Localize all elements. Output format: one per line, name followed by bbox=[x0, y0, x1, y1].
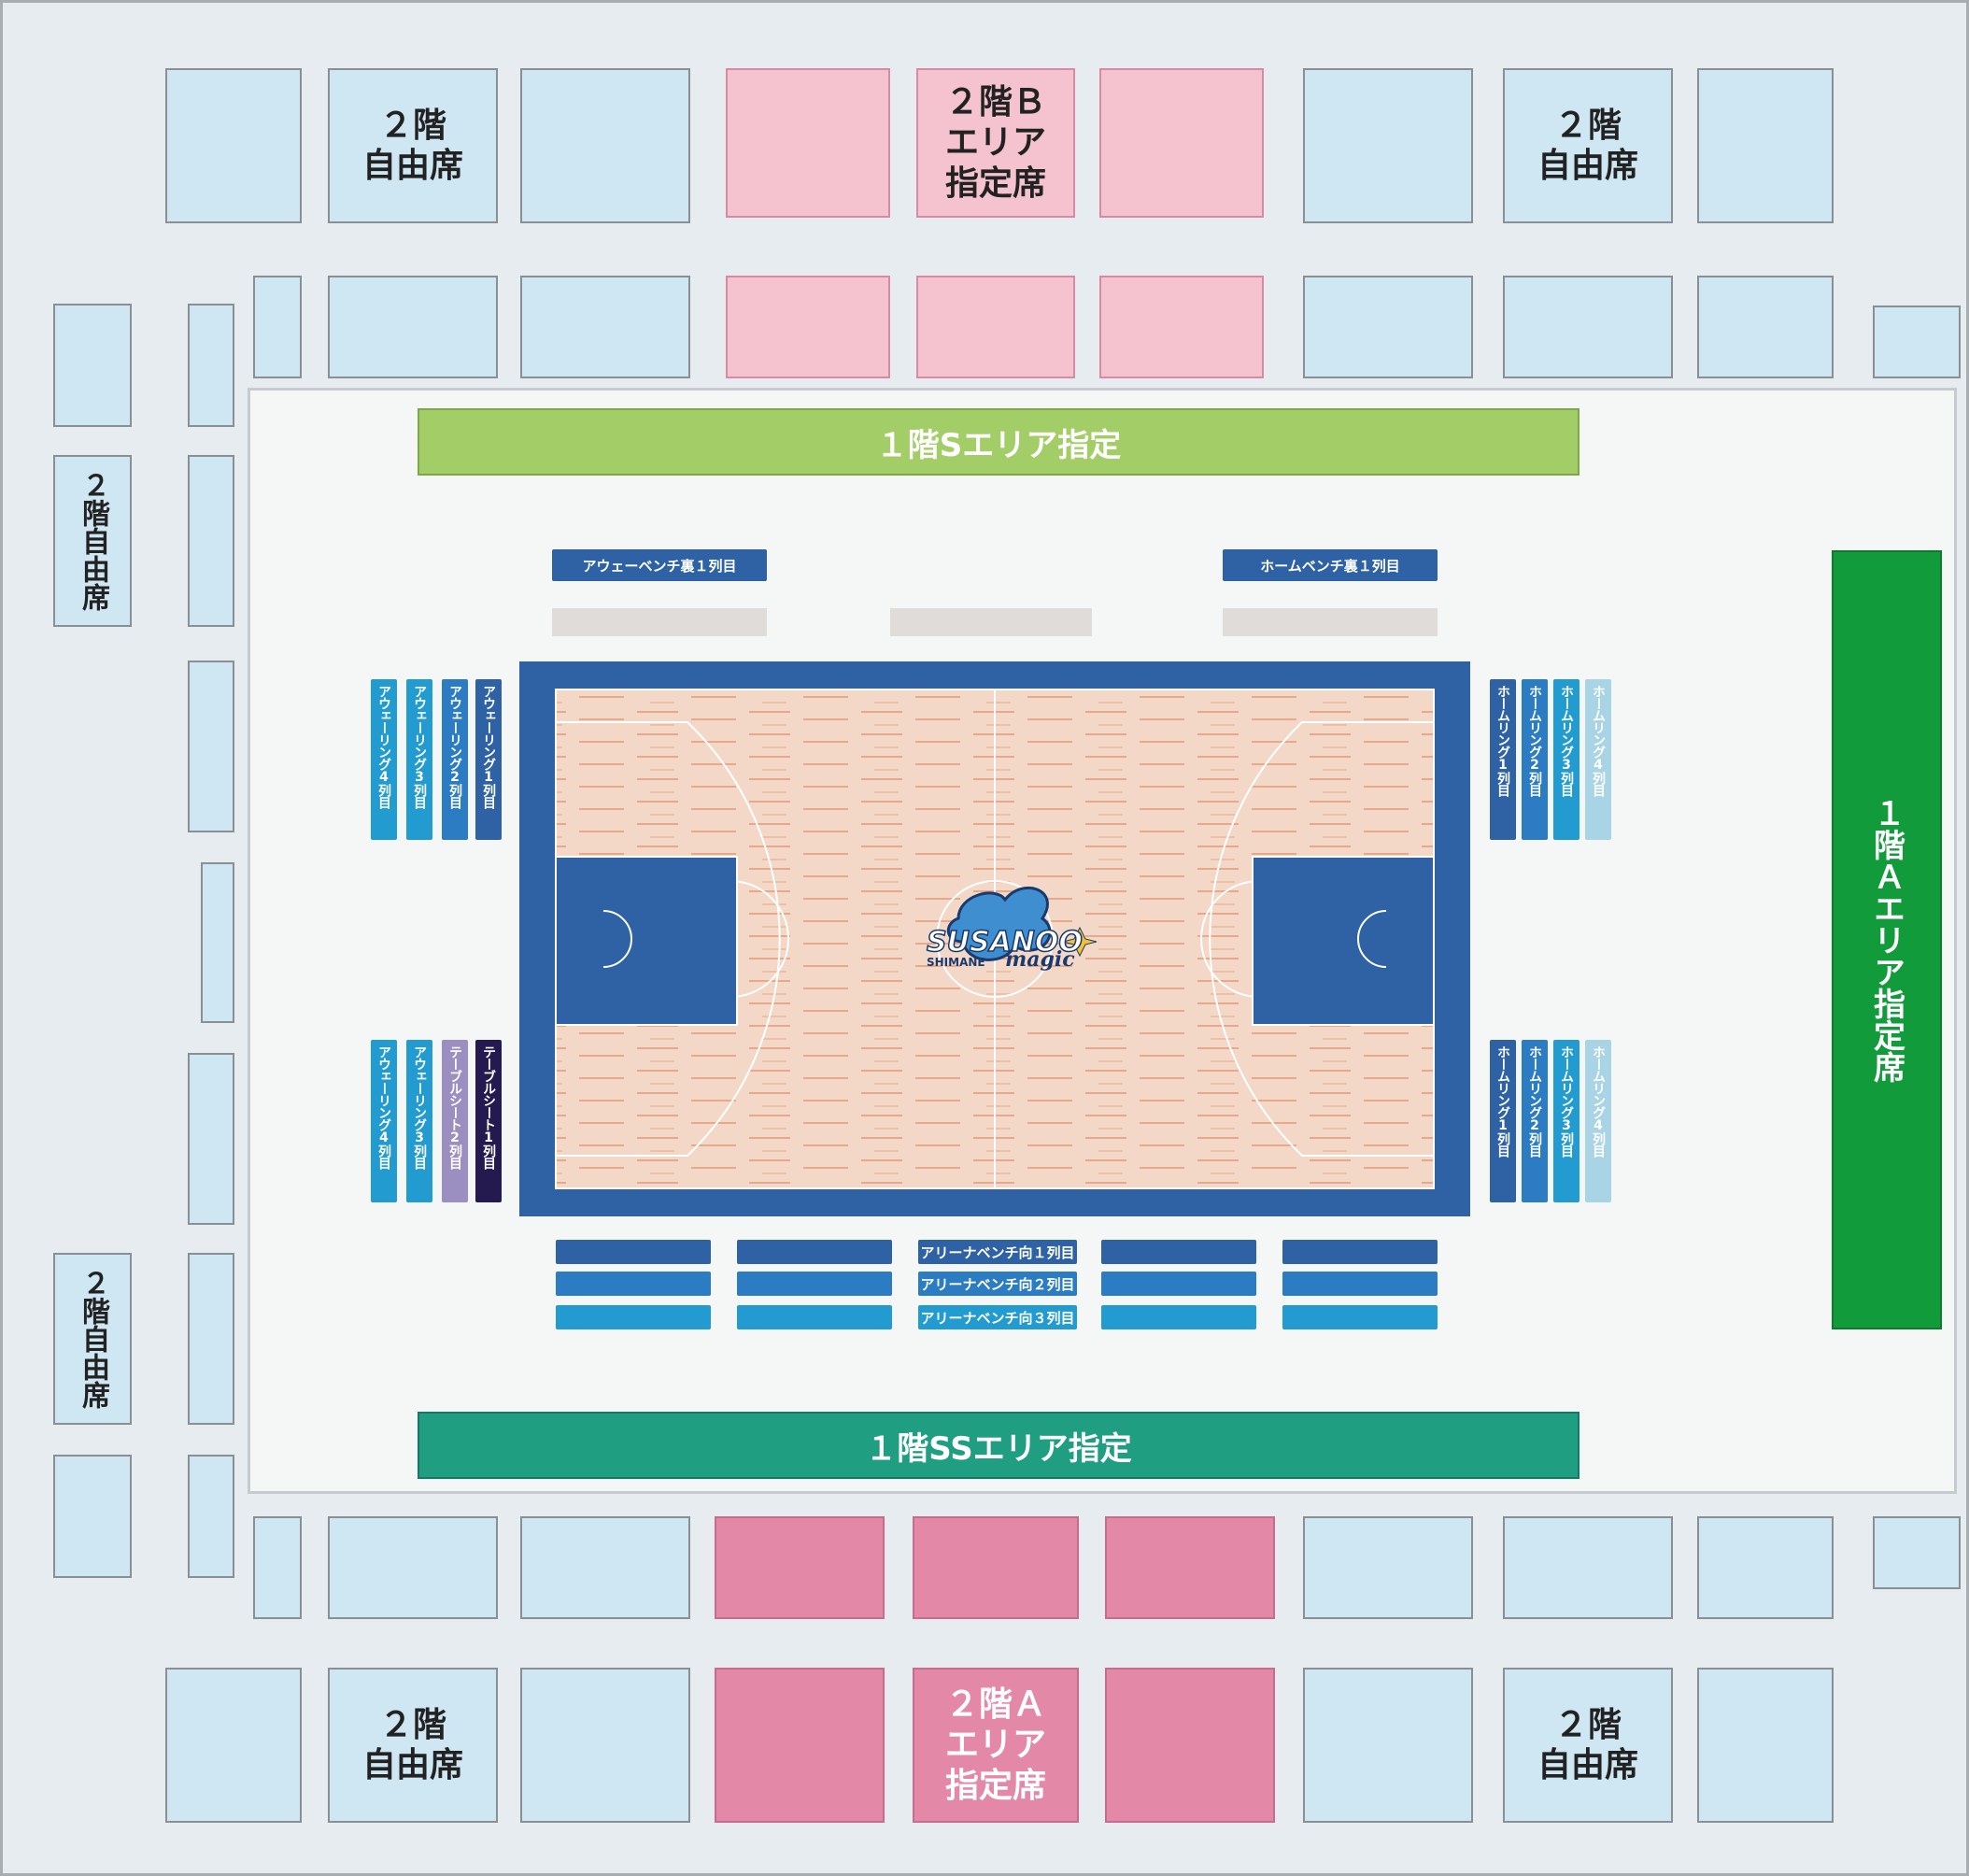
seat-block-2f-b[interactable] bbox=[726, 276, 890, 378]
paint-left bbox=[555, 856, 738, 1026]
seat-block-2f-free[interactable] bbox=[1873, 306, 1961, 378]
seat-block-2f-b[interactable] bbox=[726, 68, 890, 218]
bench-area bbox=[890, 608, 1092, 636]
seat-block-2f-free[interactable] bbox=[520, 276, 690, 378]
seat-block-2f-free[interactable] bbox=[188, 1455, 234, 1578]
arena-row1-block[interactable] bbox=[556, 1240, 711, 1264]
logo-sub: magic bbox=[1005, 947, 1075, 972]
home-ring-row1[interactable]: ホームリング1列目 bbox=[1490, 1040, 1516, 1202]
seat-block-2f-free[interactable] bbox=[165, 68, 302, 223]
home-ring-row3[interactable]: ホームリング3列目 bbox=[1553, 679, 1579, 840]
home-ring-row2[interactable]: ホームリング2列目 bbox=[1522, 679, 1548, 840]
seat-block-2f-free[interactable] bbox=[253, 1516, 302, 1619]
away-ring-row3[interactable]: アウェーリング3列目 bbox=[406, 679, 432, 840]
seat-block-2f-free[interactable] bbox=[1303, 68, 1473, 223]
s-area-band[interactable]: １階Sエリア指定 bbox=[418, 408, 1579, 476]
arena-row2-block[interactable] bbox=[556, 1272, 711, 1296]
bench-area bbox=[1223, 608, 1438, 636]
arena-row3-block[interactable] bbox=[1282, 1305, 1438, 1329]
seat-block-2f-free[interactable] bbox=[1697, 1668, 1834, 1823]
arena-row2-block[interactable] bbox=[1282, 1272, 1438, 1296]
seat-block-2f-free[interactable] bbox=[53, 304, 132, 427]
a1-area-band[interactable]: １階Ａエリア指定席 bbox=[1832, 550, 1942, 1329]
arena-row2-label[interactable]: アリーナベンチ向２列目 bbox=[918, 1272, 1077, 1296]
seat-block-2f-free[interactable] bbox=[328, 1516, 498, 1619]
away-ring-row2[interactable]: アウェーリング2列目 bbox=[442, 679, 468, 840]
arena-row1-block[interactable] bbox=[1101, 1240, 1256, 1264]
seat-block-2f-free[interactable] bbox=[188, 1253, 234, 1425]
seat-block-2f-free[interactable] bbox=[188, 304, 234, 427]
table-seat-row2[interactable]: テーブルシート2列目 bbox=[442, 1040, 468, 1202]
seat-block-2f-free-label[interactable]: ２階 自由席 bbox=[328, 68, 498, 223]
arena-row3-block[interactable] bbox=[1101, 1305, 1256, 1329]
seat-block-2f-free-label[interactable]: ２階自由席 bbox=[53, 455, 132, 627]
arena-row3-block[interactable] bbox=[556, 1305, 711, 1329]
seat-block-2f-free[interactable] bbox=[1697, 276, 1834, 378]
seat-block-2f-free-label[interactable]: ２階 自由席 bbox=[1503, 1668, 1673, 1823]
seat-block-2f-free-label[interactable]: ２階 自由席 bbox=[328, 1668, 498, 1823]
table-seat-row1[interactable]: テーブルシート1列目 bbox=[475, 1040, 502, 1202]
seat-block-2f-b-label[interactable]: ２階Ｂ エリア 指定席 bbox=[916, 68, 1075, 218]
seat-block-2f-b[interactable] bbox=[1099, 68, 1264, 218]
home-ring-row1[interactable]: ホームリング1列目 bbox=[1490, 679, 1516, 840]
ss-area-band[interactable]: １階SSエリア指定 bbox=[418, 1412, 1579, 1479]
paint-right bbox=[1252, 856, 1435, 1026]
seat-block-2f-a[interactable] bbox=[1105, 1668, 1275, 1823]
seat-block-2f-free-label[interactable]: ２階自由席 bbox=[53, 1253, 132, 1425]
seat-block-2f-free[interactable] bbox=[201, 862, 234, 1023]
home-ring-row2[interactable]: ホームリング2列目 bbox=[1522, 1040, 1548, 1202]
seat-block-2f-a-label[interactable]: ２階Ａ エリア 指定席 bbox=[913, 1668, 1079, 1823]
home-ring-row4[interactable]: ホームリング4列目 bbox=[1585, 1040, 1611, 1202]
seat-block-2f-free[interactable] bbox=[53, 1455, 132, 1578]
seat-block-2f-free[interactable] bbox=[520, 68, 690, 223]
seat-block-2f-a[interactable] bbox=[715, 1668, 885, 1823]
seat-block-2f-free[interactable] bbox=[1503, 276, 1673, 378]
away-ring-row3[interactable]: アウェーリング3列目 bbox=[406, 1040, 432, 1202]
seat-block-2f-free[interactable] bbox=[1303, 1668, 1473, 1823]
away-bench-back-row1[interactable]: アウェーベンチ裏１列目 bbox=[552, 549, 767, 581]
seat-block-2f-free[interactable] bbox=[165, 1668, 302, 1823]
arena-row3-label[interactable]: アリーナベンチ向３列目 bbox=[918, 1305, 1077, 1329]
team-logo: SUSANOO magic SHIMANE bbox=[926, 886, 1098, 972]
arena-row3-block[interactable] bbox=[737, 1305, 892, 1329]
arena-row1-block[interactable] bbox=[737, 1240, 892, 1264]
home-bench-back-row1[interactable]: ホームベンチ裏１列目 bbox=[1223, 549, 1438, 581]
home-ring-row4[interactable]: ホームリング4列目 bbox=[1585, 679, 1611, 840]
seat-block-2f-a[interactable] bbox=[715, 1516, 885, 1619]
seat-block-2f-a[interactable] bbox=[1105, 1516, 1275, 1619]
bench-area bbox=[552, 608, 767, 636]
arena-row1-block[interactable] bbox=[1282, 1240, 1438, 1264]
seat-block-2f-free[interactable] bbox=[520, 1668, 690, 1823]
seat-block-2f-free[interactable] bbox=[253, 276, 302, 378]
away-ring-row4[interactable]: アウェーリング4列目 bbox=[371, 679, 397, 840]
seat-block-2f-b[interactable] bbox=[916, 276, 1075, 378]
seat-block-2f-free[interactable] bbox=[1303, 1516, 1473, 1619]
seat-block-2f-free[interactable] bbox=[1303, 276, 1473, 378]
seat-block-2f-free[interactable] bbox=[520, 1516, 690, 1619]
home-ring-row3[interactable]: ホームリング3列目 bbox=[1553, 1040, 1579, 1202]
seat-block-2f-a[interactable] bbox=[913, 1516, 1079, 1619]
seat-block-2f-b[interactable] bbox=[1099, 276, 1264, 378]
seat-block-2f-free[interactable] bbox=[188, 1053, 234, 1225]
seat-block-2f-free[interactable] bbox=[188, 661, 234, 832]
arena-row2-block[interactable] bbox=[1101, 1272, 1256, 1296]
seat-block-2f-free[interactable] bbox=[328, 276, 498, 378]
seat-block-2f-free[interactable] bbox=[1697, 68, 1834, 223]
arena-row2-block[interactable] bbox=[737, 1272, 892, 1296]
seat-block-2f-free[interactable] bbox=[188, 455, 234, 627]
away-ring-row1[interactable]: アウェーリング1列目 bbox=[475, 679, 502, 840]
arena-row1-label[interactable]: アリーナベンチ向１列目 bbox=[918, 1240, 1077, 1264]
seat-block-2f-free[interactable] bbox=[1873, 1516, 1961, 1589]
away-ring-row4[interactable]: アウェーリング4列目 bbox=[371, 1040, 397, 1202]
seat-block-2f-free[interactable] bbox=[1697, 1516, 1834, 1619]
seat-block-2f-free[interactable] bbox=[1503, 1516, 1673, 1619]
seat-block-2f-free-label[interactable]: ２階 自由席 bbox=[1503, 68, 1673, 223]
basketball-court: SUSANOO magic SHIMANE bbox=[519, 661, 1470, 1216]
logo-main: SUSANOO bbox=[927, 926, 1083, 959]
logo-team: SHIMANE bbox=[927, 956, 985, 969]
